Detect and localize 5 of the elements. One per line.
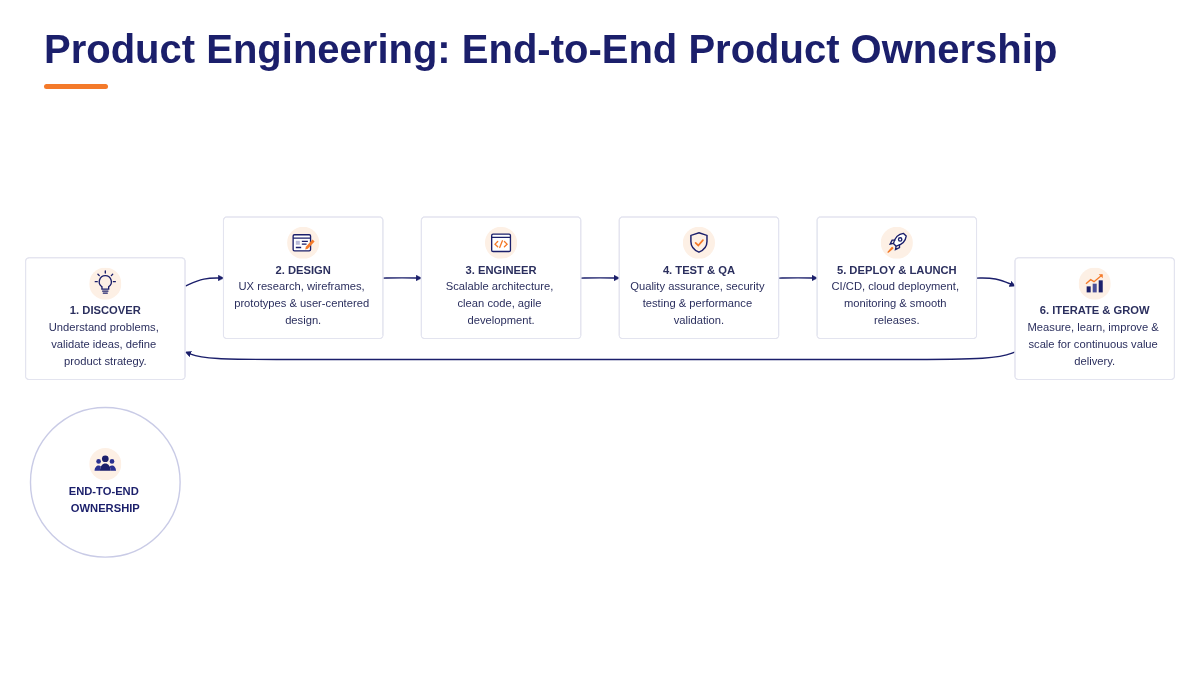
arrow: [382, 274, 422, 282]
arrow: [580, 274, 620, 282]
title: Product Engineering: End-to-End Product Ownership: [44, 26, 1058, 72]
arrow: [778, 274, 818, 282]
node-circle: END-TO-END OWNERSHIP: [29, 406, 181, 558]
